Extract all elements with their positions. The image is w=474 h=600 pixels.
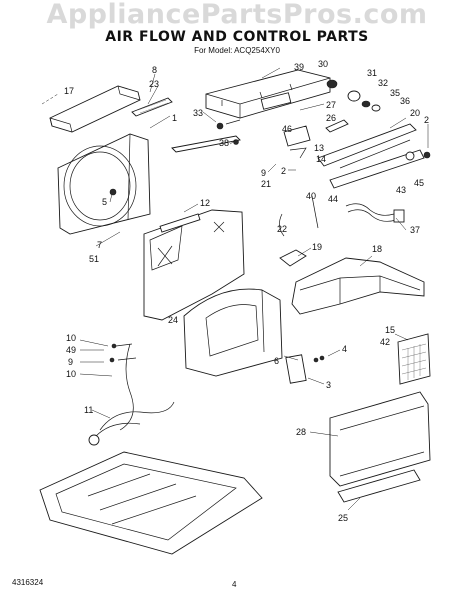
control-panel-part <box>205 69 331 119</box>
rail-part <box>171 119 241 153</box>
callout-11: 11 <box>84 405 93 415</box>
callout-8: 8 <box>152 65 157 75</box>
callout-6: 6 <box>274 356 279 366</box>
callout-4: 4 <box>342 344 347 354</box>
callout-13: 13 <box>314 143 324 153</box>
blower-scroll-part <box>183 288 283 377</box>
callout-43: 43 <box>396 185 406 195</box>
callout-10a: 10 <box>66 333 76 343</box>
callout-30: 30 <box>318 59 328 69</box>
callout-27: 27 <box>326 100 336 110</box>
callout-17: 17 <box>64 86 74 96</box>
callout-21: 21 <box>261 179 271 189</box>
callout-24: 24 <box>168 315 178 325</box>
callout-26: 26 <box>326 113 336 123</box>
callout-51: 51 <box>89 254 99 264</box>
front-grille-part <box>329 391 431 503</box>
callout-35: 35 <box>390 88 400 98</box>
callout-18: 18 <box>372 244 382 254</box>
switch-bracket-part <box>283 119 349 159</box>
callout-5: 5 <box>102 197 107 207</box>
callout-32: 32 <box>378 78 388 88</box>
callout-25: 25 <box>338 513 348 523</box>
callout-7: 7 <box>97 240 102 250</box>
callout-2b: 2 <box>281 166 286 176</box>
knob-assembly <box>326 79 381 112</box>
bracket-part <box>285 354 325 384</box>
callout-20: 20 <box>410 108 420 118</box>
callout-49: 49 <box>66 345 76 355</box>
callout-23: 23 <box>149 79 159 89</box>
callout-2a: 2 <box>424 115 429 125</box>
control-rail-part <box>317 123 431 189</box>
callout-3: 3 <box>326 380 331 390</box>
model-subtitle: For Model: ACQ254XY0 <box>194 46 280 55</box>
callout-31: 31 <box>367 68 377 78</box>
callout-33: 33 <box>193 108 203 118</box>
callout-46: 46 <box>282 124 292 134</box>
callout-44: 44 <box>328 194 338 204</box>
callout-22: 22 <box>277 224 287 234</box>
callout-42: 42 <box>380 337 390 347</box>
callout-1: 1 <box>172 113 177 123</box>
watermark: AppliancePartsPros.com <box>46 0 428 30</box>
page-number: 4 <box>232 580 237 589</box>
base-pan-part <box>39 451 263 555</box>
callout-9b: 9 <box>68 357 73 367</box>
leader-lines <box>79 67 429 511</box>
callout-9: 9 <box>261 168 266 178</box>
callout-40: 40 <box>306 191 316 201</box>
callout-19: 19 <box>312 242 322 252</box>
callout-37: 37 <box>410 225 420 235</box>
filter-part <box>397 333 431 385</box>
document-code: 4316324 <box>12 578 44 587</box>
partition-panel-part <box>143 209 245 321</box>
callout-36: 36 <box>400 96 410 106</box>
callout-12: 12 <box>200 198 210 208</box>
callout-28: 28 <box>296 427 306 437</box>
diagram-title: AIR FLOW AND CONTROL PARTS <box>105 29 369 45</box>
callout-39: 39 <box>294 62 304 72</box>
callout-38: 38 <box>219 138 229 148</box>
callout-10b: 10 <box>66 369 76 379</box>
thermostat-part <box>279 195 319 237</box>
shroud-part <box>57 133 151 235</box>
callout-14: 14 <box>316 154 326 164</box>
part-17-outline <box>41 93 59 105</box>
wire-harness-part <box>345 203 405 223</box>
power-cord-part <box>88 343 175 446</box>
callout-labels: 17 8 23 39 30 31 32 35 36 27 20 1 33 38 … <box>64 59 429 523</box>
air-duct-part <box>279 249 425 315</box>
callout-15: 15 <box>385 325 395 335</box>
callout-45: 45 <box>414 178 424 188</box>
top-deflector-part <box>49 85 173 133</box>
